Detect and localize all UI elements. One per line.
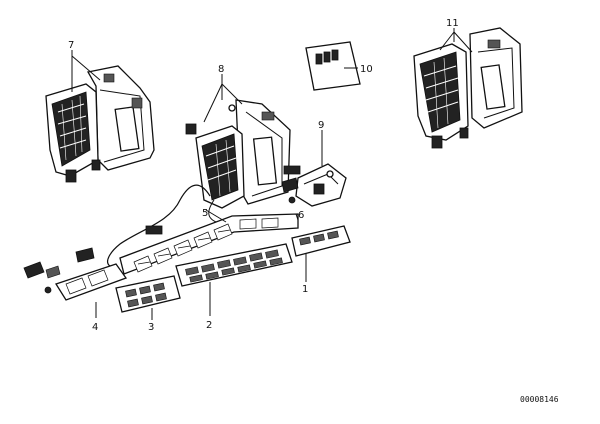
callout-8: 8 [218,64,224,75]
callout-11: 11 [446,18,459,29]
part-3-switch-block [115,275,181,320]
callout-9: 9 [318,120,324,131]
part-8-bracket-assembly [107,74,291,267]
callout-7: 7 [68,40,74,51]
part-1-switch-unit [291,225,351,282]
part-5-light-strip [119,209,299,275]
part-10-sheet [305,41,361,91]
part-7-bracket-assembly [45,50,155,183]
callout-2: 2 [206,320,212,331]
callout-1: 1 [302,284,308,295]
part-9-relay-bracket [281,130,347,207]
callout-10: 10 [360,64,373,75]
part-11-bracket-assembly [413,27,523,149]
part-2-switch-panel [175,243,293,316]
callout-5: 5 [202,208,208,219]
callout-3: 3 [148,322,154,333]
callout-6: 6 [298,210,304,221]
diagram-reference-code: 00008146 [520,395,559,404]
part-4-light-strip [23,247,128,318]
callout-4: 4 [92,322,98,333]
